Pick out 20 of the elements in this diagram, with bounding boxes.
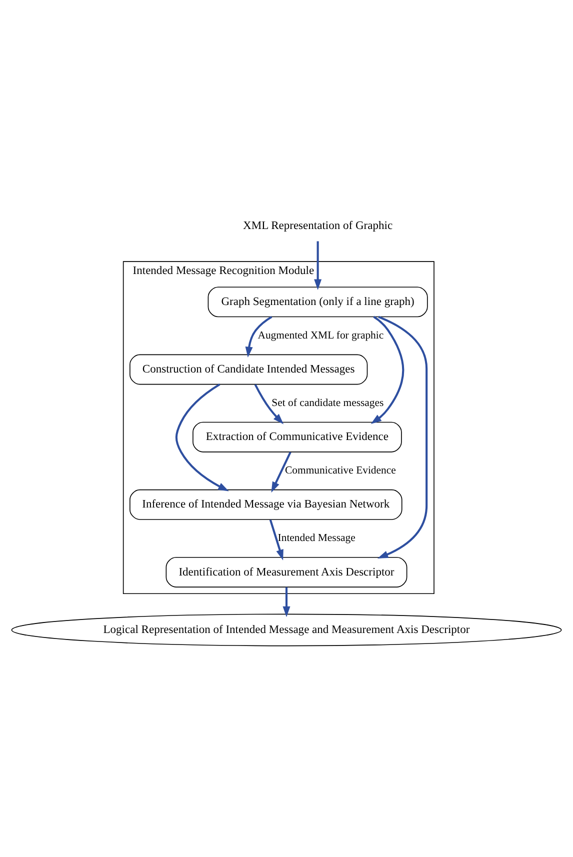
node-box: Extraction of Communicative Evidence: [192, 422, 402, 452]
node-box: Construction of Candidate Intended Messages: [130, 354, 368, 385]
edge-label: Set of candidate messages: [272, 397, 384, 410]
arrow: [254, 384, 284, 424]
arrow: [370, 316, 404, 424]
node-text: XML Representation of Graphic: [243, 220, 393, 232]
node-box: Graph Segmentation (only if a line graph): [208, 286, 428, 318]
arrow: [377, 316, 428, 558]
arrow: [269, 519, 284, 560]
arrow: [175, 384, 229, 492]
node-box: Inference of Intended Message via Bayesian Network: [130, 489, 402, 520]
edge-label: Intended Message: [278, 532, 356, 544]
edge-label: Augmented XML for graphic: [258, 330, 384, 342]
arrow: [271, 452, 292, 493]
edge-label: Communicative Evidence: [285, 464, 396, 477]
arrow: [282, 587, 290, 618]
node-box: Identification of Measurement Axis Descriptor: [166, 556, 408, 588]
arrow: [245, 316, 272, 358]
node-ellipse: Logical Representation of Intended Message and Measurement Axis Descriptor: [11, 614, 562, 646]
arrow: [314, 241, 322, 290]
